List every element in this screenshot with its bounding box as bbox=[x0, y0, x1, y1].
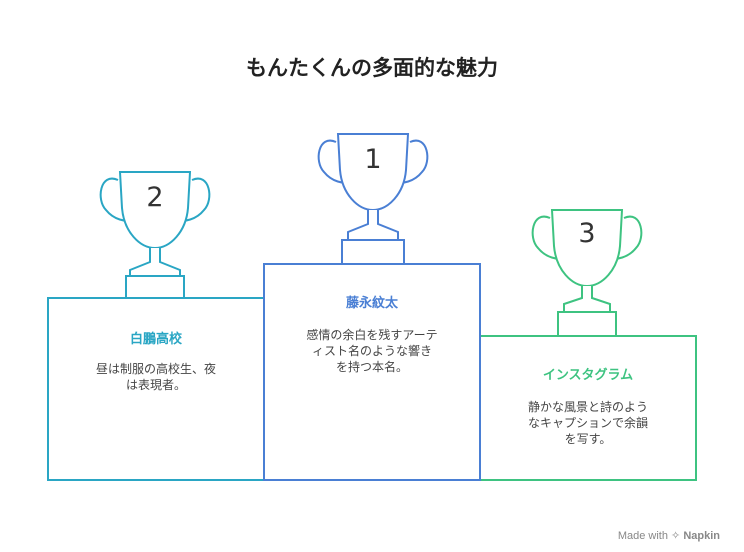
desc-line: 昼は制服の高校生、夜 bbox=[95, 362, 216, 376]
desc-line: 静かな風景と詩のよう bbox=[527, 400, 648, 414]
podium-1-name: 藤永紋太 bbox=[345, 296, 398, 311]
rank-1-label: 1 bbox=[364, 144, 382, 175]
desc-line: を持つ本名。 bbox=[335, 360, 408, 374]
desc-line: 感情の余白を残すアーテ bbox=[306, 328, 438, 342]
rank-2-label: 2 bbox=[146, 182, 164, 213]
podium-3-name: インスタグラム bbox=[542, 368, 634, 383]
desc-line: なキャプションで余韻 bbox=[527, 416, 648, 430]
desc-line: を写す。 bbox=[564, 432, 612, 446]
podium-3-desc: 静かな風景と詩のよう なキャプションで余韻 を写す。 bbox=[480, 399, 696, 447]
footer-brand: Napkin bbox=[683, 530, 720, 542]
podium-2-name: 白鵬高校 bbox=[129, 332, 182, 347]
podium-2-desc: 昼は制服の高校生、夜 は表現者。 bbox=[48, 361, 264, 393]
napkin-logo-icon: ✧ bbox=[671, 530, 681, 542]
podium-1-text: 藤永紋太 感情の余白を残すアーテ ィスト名のような響き を持つ本名。 bbox=[264, 292, 480, 375]
page-title: もんたくんの多面的な魅力 bbox=[246, 56, 498, 80]
desc-line: は表現者。 bbox=[125, 378, 186, 392]
footer-prefix: Made with bbox=[617, 530, 668, 542]
podium-block-3 bbox=[479, 335, 697, 481]
made-with-footer[interactable]: Made with ✧ Napkin bbox=[618, 529, 720, 542]
trophy-3 bbox=[531, 209, 643, 337]
podium-block-2 bbox=[47, 297, 265, 481]
podium-1-desc: 感情の余白を残すアーテ ィスト名のような響き を持つ本名。 bbox=[264, 327, 480, 375]
podium-2-text: 白鵬高校 昼は制服の高校生、夜 は表現者。 bbox=[48, 328, 264, 393]
podium-block-1 bbox=[263, 263, 481, 481]
desc-line: ィスト名のような響き bbox=[311, 344, 432, 358]
podium-3-text: インスタグラム 静かな風景と詩のよう なキャプションで余韻 を写す。 bbox=[480, 364, 696, 447]
rank-3-label: 3 bbox=[578, 218, 596, 249]
trophy-1 bbox=[317, 133, 429, 265]
